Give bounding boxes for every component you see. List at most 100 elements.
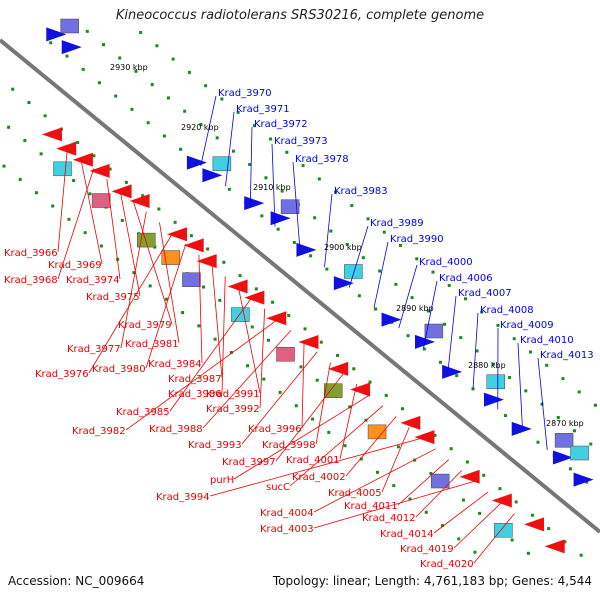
tick-dots xyxy=(2,29,597,557)
tick-dot xyxy=(260,214,264,218)
leader-line xyxy=(125,319,279,431)
tick-dot xyxy=(415,257,419,261)
tick-dot xyxy=(102,43,106,47)
reverse-gene-box xyxy=(91,193,111,208)
gene-label: Krad_3969 xyxy=(48,260,102,271)
tick-dot xyxy=(254,287,258,291)
reverse-gene-box xyxy=(323,383,343,398)
tick-dot xyxy=(475,349,479,353)
forward-gene-box xyxy=(570,445,589,461)
tick-dot xyxy=(461,498,465,502)
reverse-gene-arrow xyxy=(129,193,150,208)
tick-dot xyxy=(187,70,191,74)
reverse-gene-arrow xyxy=(266,311,287,326)
forward-gene-arrow xyxy=(270,211,291,226)
tick-dot xyxy=(7,125,11,129)
tick-dot xyxy=(280,189,284,193)
tick-dot xyxy=(317,177,321,181)
tick-dot xyxy=(329,229,333,233)
tick-dot xyxy=(132,271,136,275)
gene-label: purH xyxy=(210,475,234,486)
tick-dot xyxy=(236,110,240,114)
tick-dot xyxy=(540,402,544,406)
gene-label: Krad_3981 xyxy=(125,339,179,350)
tick-dot xyxy=(189,234,193,238)
tick-dot xyxy=(27,101,31,105)
leader-line xyxy=(517,342,523,430)
tick-dot xyxy=(556,415,560,419)
leader-line xyxy=(373,241,389,308)
gene-label: Krad_4012 xyxy=(362,513,416,524)
leader-line xyxy=(271,143,276,227)
tick-dot xyxy=(463,297,467,301)
forward-gene-arrow xyxy=(573,472,594,487)
leader-line xyxy=(80,157,103,265)
tick-dot xyxy=(443,322,447,326)
tick-dot xyxy=(202,285,206,289)
tick-dot xyxy=(345,242,349,246)
gene-label: Krad_4013 xyxy=(540,350,594,361)
leader-line xyxy=(289,405,384,487)
tick-dot xyxy=(173,220,177,224)
tick-dot xyxy=(49,41,53,45)
gene-label: Krad_3966 xyxy=(4,248,58,259)
gene-label: Krad_3968 xyxy=(4,275,58,286)
leader-line xyxy=(145,243,187,369)
tick-dot xyxy=(92,154,96,158)
tick-dot xyxy=(65,54,69,58)
tick-dot xyxy=(392,484,396,488)
forward-gene-arrow xyxy=(442,364,463,379)
tick-label: 2920 kbp xyxy=(181,123,219,132)
tick-dot xyxy=(248,162,252,166)
leader-line xyxy=(381,427,410,493)
reverse-gene-box xyxy=(276,346,295,362)
reverse-gene-arrow xyxy=(400,415,421,430)
gene-label: Krad_4010 xyxy=(520,335,574,346)
tick-dot xyxy=(34,191,38,195)
gene-labels: Krad_3970Krad_3971Krad_3972Krad_3973Krad… xyxy=(4,88,594,570)
gene-label: Krad_3989 xyxy=(370,218,424,229)
leader-line xyxy=(225,111,235,187)
leader-line xyxy=(259,308,266,409)
reverse-gene-box xyxy=(494,522,513,538)
reverse-gene-arrow xyxy=(459,469,480,484)
leader-line xyxy=(249,126,253,207)
tick-dot xyxy=(357,294,361,298)
gene-label: Krad_3991 xyxy=(206,389,260,400)
forward-gene-arrow xyxy=(381,312,402,327)
reverse-gene-box xyxy=(53,161,72,177)
tick-dot xyxy=(530,513,534,517)
tick-dot xyxy=(426,309,430,313)
tick-dot xyxy=(547,527,551,531)
tick-label: 2870 kbp xyxy=(546,419,584,428)
tick-dot xyxy=(449,447,453,451)
forward-gene-arrow xyxy=(511,421,532,436)
tick-dot xyxy=(378,269,382,273)
tick-label: 2880 kbp xyxy=(468,361,506,370)
gene-label: Krad_4014 xyxy=(380,529,434,540)
leader-line xyxy=(200,95,217,166)
forward-gene-box xyxy=(344,264,363,279)
tick-dot xyxy=(51,204,55,208)
leader-line xyxy=(301,341,305,429)
forward-gene-arrow xyxy=(296,242,317,257)
tick-dot xyxy=(315,378,319,382)
tick-dot xyxy=(429,471,433,475)
tick-dot xyxy=(85,29,89,33)
gene-label: Krad_3975 xyxy=(86,292,140,303)
reverse-gene-box xyxy=(182,272,201,287)
leader-line xyxy=(106,179,121,280)
tick-dot xyxy=(206,247,210,251)
tick-dot xyxy=(231,149,235,153)
reverse-gene-arrow xyxy=(544,539,565,554)
gene-label: Krad_3993 xyxy=(188,440,242,451)
tick-dot xyxy=(439,360,443,364)
tick-dot xyxy=(545,363,549,367)
reverse-gene-arrow xyxy=(183,238,204,253)
tick-dot xyxy=(473,550,477,554)
tick-dot xyxy=(276,227,280,231)
reverse-gene-arrow xyxy=(524,517,545,532)
tick-dot xyxy=(536,440,540,444)
forward-gene-arrow xyxy=(483,392,504,407)
gene-label: Krad_4007 xyxy=(458,288,512,299)
